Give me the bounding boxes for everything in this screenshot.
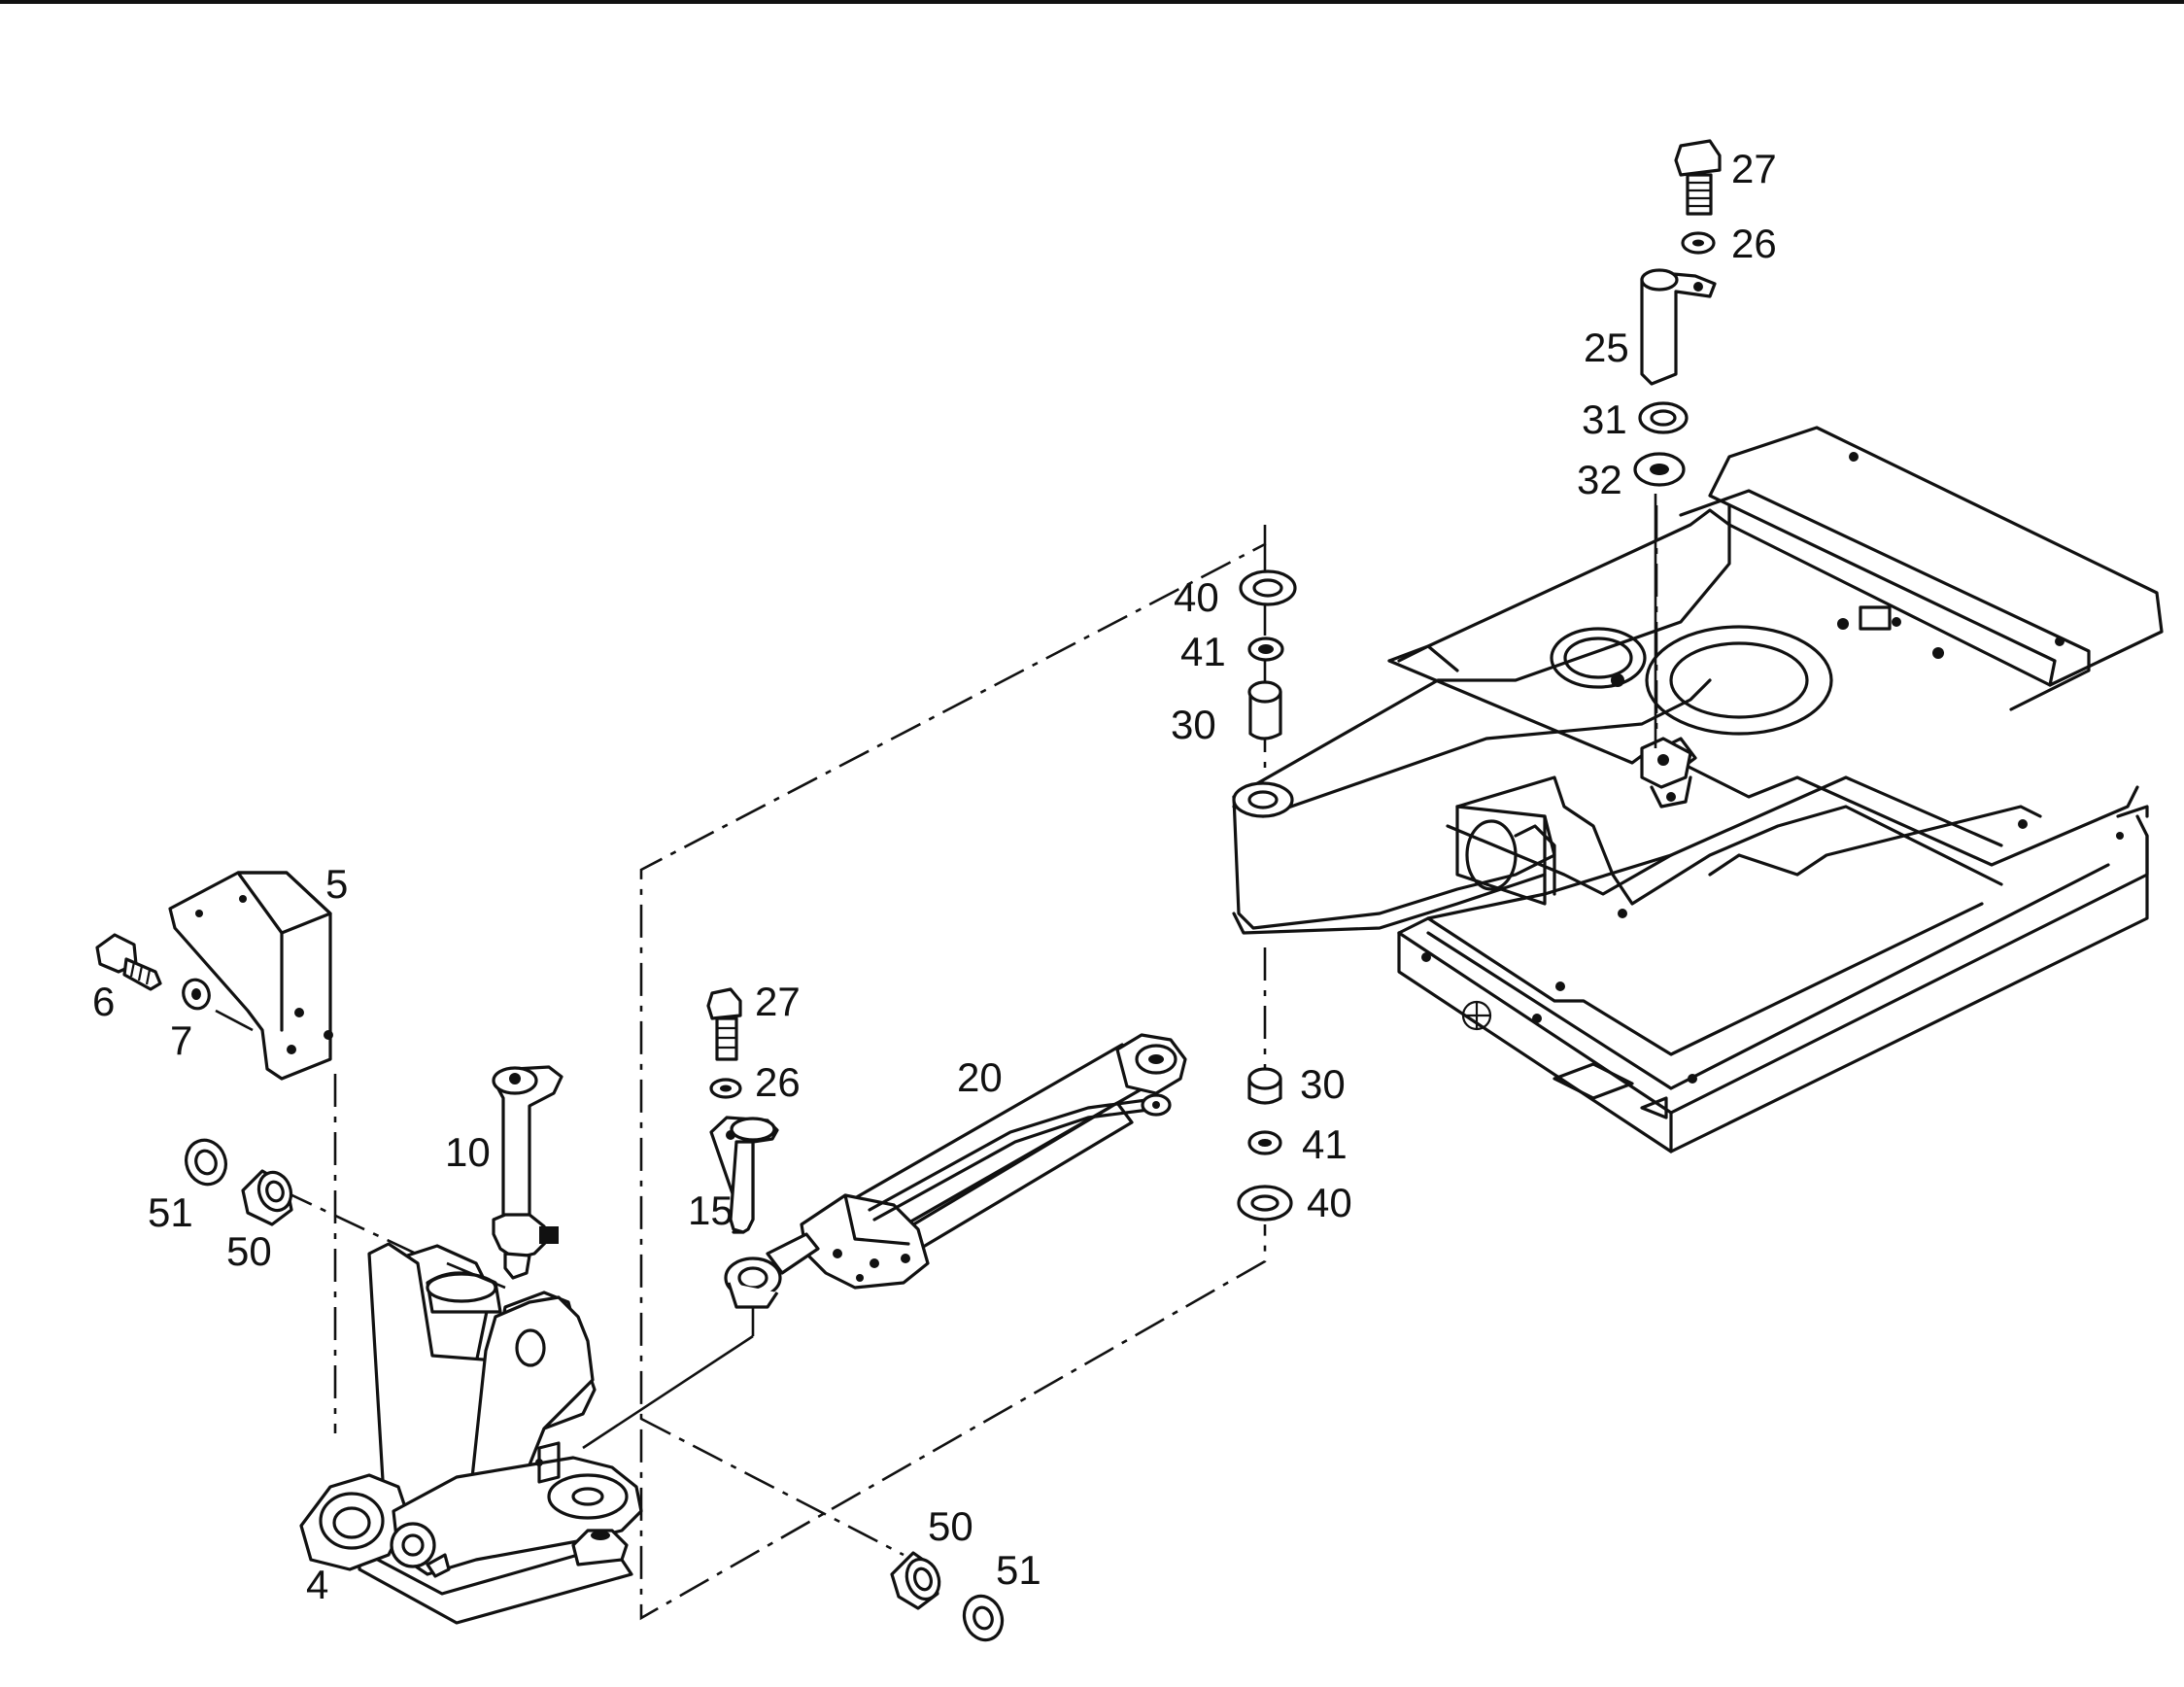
callout-27-top: 27	[1731, 146, 1777, 191]
part-4-pivot-base	[299, 1242, 643, 1625]
callout-27-left: 27	[755, 979, 801, 1024]
part-30-sleeve-bottom	[1247, 1067, 1282, 1105]
part-51-seal-right	[962, 1594, 1005, 1642]
part-10-pin	[492, 1065, 563, 1280]
callout-41-bottom: 41	[1302, 1121, 1348, 1167]
frame-pin-bracket	[1640, 737, 1692, 809]
part-26-washer-top	[1681, 231, 1716, 255]
part-32-washer	[1633, 452, 1686, 487]
callout-51-left: 51	[148, 1189, 193, 1235]
part-30-sleeve-top	[1247, 680, 1282, 740]
part-5-bracket	[168, 871, 333, 1081]
callout-26-top: 26	[1731, 221, 1777, 266]
callout-50-left: 50	[226, 1228, 272, 1274]
manufacturer-logo-icon	[1461, 1000, 1492, 1031]
part-50-bushing-left	[241, 1169, 293, 1226]
part-41-bushing-top	[1247, 637, 1284, 662]
chassis-frame	[1232, 426, 2164, 1153]
callout-40-bottom: 40	[1307, 1180, 1352, 1225]
part-7-washer	[182, 978, 211, 1011]
part-50-bushing-right	[890, 1551, 941, 1610]
callout-5: 5	[325, 861, 348, 907]
part-15-pin	[709, 1116, 779, 1234]
part-40-washer-top	[1239, 569, 1297, 606]
part-6-bolt	[95, 933, 162, 991]
part-27-bolt-left	[706, 987, 742, 1061]
callout-20: 20	[957, 1054, 1003, 1100]
callout-15: 15	[688, 1188, 734, 1233]
part-26-washer-left	[709, 1078, 742, 1099]
callout-7: 7	[170, 1017, 192, 1063]
callout-30-bottom: 30	[1300, 1061, 1346, 1107]
callout-10: 10	[445, 1129, 491, 1175]
callout-6: 6	[92, 979, 115, 1024]
part-27-bolt-top	[1674, 139, 1722, 216]
callout-41-top: 41	[1180, 629, 1226, 674]
callout-4: 4	[306, 1562, 328, 1607]
part-31-bushing	[1638, 401, 1689, 434]
callout-31: 31	[1582, 396, 1627, 442]
callout-32: 32	[1577, 457, 1622, 502]
part-41-bushing-bottom	[1247, 1130, 1282, 1155]
callout-50-right: 50	[928, 1503, 973, 1549]
callout-40-top: 40	[1174, 574, 1219, 620]
part-40-washer-bottom	[1237, 1185, 1293, 1222]
part-25-pin-top	[1640, 268, 1717, 386]
callout-30-top: 30	[1171, 702, 1216, 747]
label-leader-lines	[446, 494, 1657, 1290]
part-51-seal-left	[185, 1138, 227, 1187]
callout-26-left: 26	[755, 1059, 801, 1105]
callout-51-right: 51	[996, 1547, 1041, 1593]
part-20-hydraulic-cylinder	[724, 1033, 1187, 1309]
callout-25: 25	[1584, 325, 1629, 370]
callout-labels: 27 26 25 31 32 40 41 30 5 6 7 27 26 20 3…	[92, 146, 1777, 1607]
